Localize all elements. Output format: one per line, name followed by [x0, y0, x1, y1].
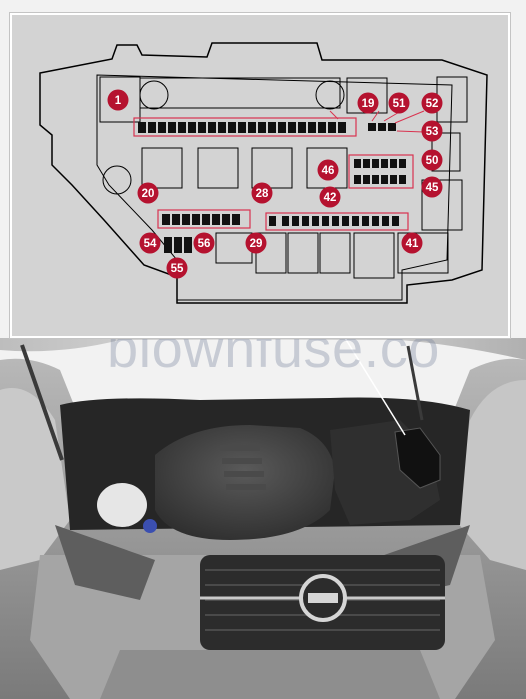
lower-bumper: [100, 650, 440, 699]
fuse-row-29-41-highlight: [265, 212, 409, 231]
callout-marker: [251, 182, 273, 204]
callout-19: 19: [357, 92, 379, 114]
callout-marker: [357, 92, 379, 114]
callout-29: 29: [245, 232, 267, 254]
callout-number: 45: [426, 182, 439, 194]
callout-marker: [401, 232, 423, 254]
engine-cover-rib: [226, 484, 266, 490]
relay-mid-3: [251, 147, 293, 189]
fuse-box: [394, 427, 441, 489]
fuse-box-outline: 1 19 51 52 53 50 46 42 45 20 28 54 56 55 29 41: [39, 42, 488, 304]
housing-inner: [96, 74, 453, 301]
callout-marker: [245, 232, 267, 254]
callout-marker: [137, 182, 159, 204]
coolant-reservoir: [97, 483, 147, 527]
callout-marker: [388, 92, 410, 114]
callout-number: 51: [393, 98, 406, 110]
relay-low-5: [397, 232, 449, 274]
callout-number: 54: [144, 238, 157, 250]
engine-cover-rib: [224, 471, 264, 477]
hood-strut-right: [406, 345, 424, 421]
fuse-group-51-53: [368, 123, 396, 131]
right-fender: [455, 380, 526, 570]
callout-number: 56: [198, 238, 211, 250]
callout-marker: [421, 92, 443, 114]
callout-52: 52: [421, 92, 443, 114]
callout-51: 51: [388, 92, 410, 114]
callout-marker: [107, 89, 129, 111]
callout-number: 19: [362, 98, 375, 110]
fuse-group-42-46: [354, 159, 406, 184]
relay-low-3: [319, 232, 351, 274]
callout-1: 1: [107, 89, 129, 111]
mount-hole: [139, 80, 169, 110]
callout-number: 50: [426, 155, 439, 167]
callout-number: 20: [142, 188, 155, 200]
callout-28: 28: [251, 182, 273, 204]
fuse-row-20-28: [162, 214, 240, 225]
relay-low-4: [353, 232, 395, 279]
callout-number: 53: [426, 126, 439, 138]
callout-20: 20: [137, 182, 159, 204]
callout-41: 41: [401, 232, 423, 254]
callout-group: 1 19 51 52 53 50 46 42 45 20 28 54 56 55 29 41: [107, 89, 443, 279]
callout-number: 42: [324, 192, 337, 204]
relay-low-2: [287, 232, 319, 274]
callout-marker: [421, 149, 443, 171]
relay-low-6: [215, 232, 253, 264]
callout-number: 28: [256, 188, 269, 200]
callout-54: 54: [139, 232, 161, 254]
mount-hole: [315, 80, 345, 110]
relay-mid-2: [197, 147, 239, 189]
callout-marker: [139, 232, 161, 254]
callout-number: 52: [426, 98, 439, 110]
relay-right-lower: [421, 179, 463, 231]
callout-45: 45: [421, 176, 443, 198]
engine-cover-rib: [222, 458, 262, 464]
engine-cover-rib: [220, 445, 260, 451]
callout-number: 1: [115, 95, 122, 107]
callout-42: 42: [319, 186, 341, 208]
hood-strut-left: [20, 344, 64, 461]
callout-number: 46: [322, 165, 335, 177]
callout-number: 29: [250, 238, 263, 250]
leader-line: [344, 337, 406, 436]
volvo-logo-icon: [200, 574, 445, 622]
relay-mid-1: [141, 147, 183, 189]
callout-46: 46: [317, 159, 339, 181]
callout-marker: [317, 159, 339, 181]
callout-number: 41: [406, 238, 419, 250]
fluid-cap: [143, 519, 157, 533]
callout-53: 53: [421, 120, 443, 142]
engine-cover: [155, 425, 335, 540]
fuse-row-29-41: [269, 216, 399, 226]
headlight-left: [55, 525, 155, 600]
callout-marker: [193, 232, 215, 254]
callout-marker: [319, 186, 341, 208]
housing-outline: [39, 42, 488, 304]
callout-56: 56: [193, 232, 215, 254]
callout-marker: [421, 176, 443, 198]
hood: [0, 338, 526, 360]
callout-marker: [166, 257, 188, 279]
callout-55: 55: [166, 257, 188, 279]
fuse-row-20-28-highlight: [157, 209, 251, 229]
relay-block: [139, 77, 341, 109]
callout-number: 55: [171, 263, 184, 275]
fuse-group-54-56: [164, 237, 192, 253]
callout-50: 50: [421, 149, 443, 171]
fuse-box-diagram: 1 19 51 52 53 50 46 42 45 20 28 54 56 55 29 41: [10, 13, 510, 338]
fuse-group-42-46-highlight: [348, 154, 414, 189]
mount-hole: [102, 165, 132, 195]
callout-marker: [421, 120, 443, 142]
fuse-row-top: [138, 122, 346, 133]
fuse-row-top-highlight: [133, 117, 357, 137]
